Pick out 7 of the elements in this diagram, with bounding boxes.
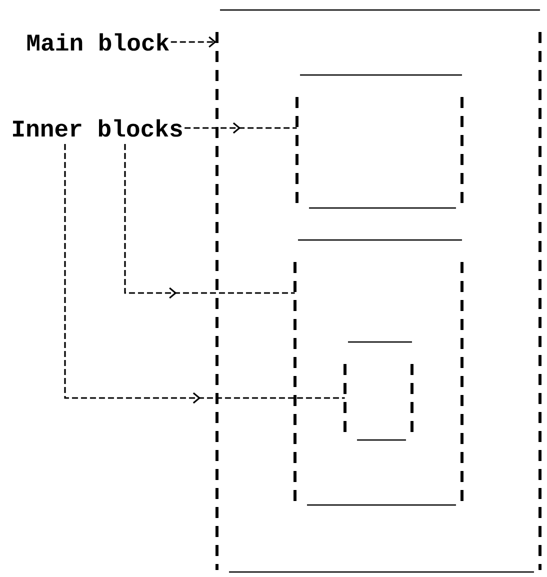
arrow — [170, 36, 217, 48]
block — [296, 74, 464, 209]
block — [216, 9, 542, 573]
block — [344, 341, 414, 441]
block-label: Main block — [27, 33, 169, 51]
block-label: Inner blocks — [13, 119, 182, 137]
block — [294, 239, 464, 506]
